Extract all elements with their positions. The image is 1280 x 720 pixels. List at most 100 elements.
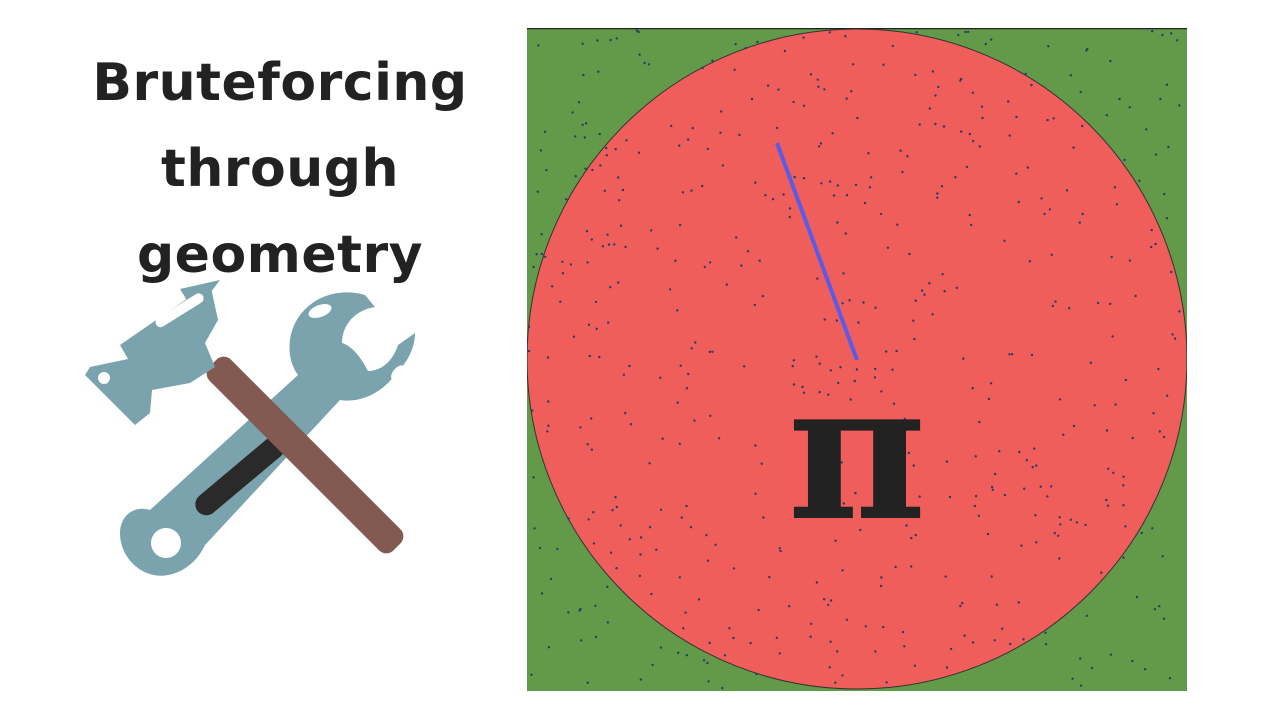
random-point: [777, 88, 780, 91]
random-point: [546, 356, 550, 359]
random-point: [740, 264, 743, 267]
random-point: [594, 300, 598, 304]
random-point: [981, 116, 984, 120]
random-point: [1106, 504, 1110, 507]
random-point: [839, 506, 843, 509]
random-point: [706, 559, 710, 562]
random-point: [1046, 118, 1049, 122]
random-point: [567, 517, 570, 520]
random-point: [547, 400, 550, 403]
random-point: [1050, 253, 1053, 256]
random-point: [619, 524, 622, 527]
random-point: [755, 672, 758, 676]
random-point: [936, 192, 939, 195]
random-point: [1065, 189, 1069, 192]
random-point: [690, 347, 693, 350]
random-point: [1058, 398, 1062, 401]
random-point: [984, 42, 987, 46]
random-point: [668, 288, 672, 291]
random-point: [624, 245, 627, 249]
random-point: [624, 411, 627, 415]
random-point: [1053, 531, 1056, 535]
random-point: [880, 390, 883, 393]
random-point: [970, 223, 973, 227]
random-point: [540, 233, 543, 236]
random-point: [757, 608, 760, 612]
random-point: [816, 277, 819, 280]
random-point: [637, 151, 641, 154]
random-point: [708, 641, 711, 645]
random-point: [960, 130, 963, 133]
random-point: [918, 123, 921, 126]
random-point: [585, 230, 589, 233]
random-point: [648, 462, 651, 465]
random-point: [820, 182, 823, 185]
random-point: [934, 94, 937, 97]
random-point: [754, 444, 757, 447]
random-point: [990, 575, 993, 578]
random-point: [685, 654, 688, 657]
random-point: [537, 44, 540, 47]
random-point: [711, 350, 714, 353]
random-point: [1051, 304, 1054, 308]
random-point: [609, 38, 612, 42]
random-point: [1058, 557, 1061, 560]
random-point: [788, 215, 791, 219]
random-point: [1071, 677, 1074, 680]
random-point: [1010, 353, 1014, 356]
random-point: [906, 155, 909, 158]
random-point: [778, 652, 781, 655]
random-point: [845, 194, 849, 197]
random-point: [864, 625, 867, 628]
random-point: [775, 126, 779, 130]
random-point: [609, 551, 613, 554]
random-point: [1009, 642, 1012, 646]
random-point: [723, 654, 727, 657]
random-point: [601, 245, 605, 248]
random-point: [850, 90, 853, 93]
random-point: [1152, 412, 1155, 415]
random-point: [1008, 353, 1011, 356]
random-point: [844, 232, 847, 235]
random-point: [725, 283, 728, 286]
random-point: [1025, 459, 1028, 462]
random-point: [874, 650, 877, 653]
random-point: [670, 124, 673, 128]
random-point: [687, 372, 690, 376]
random-point: [717, 437, 721, 440]
random-point: [596, 39, 599, 42]
random-point: [651, 663, 654, 667]
random-point: [584, 122, 588, 125]
random-point: [912, 319, 915, 322]
random-point: [834, 539, 837, 542]
random-point: [1050, 485, 1053, 488]
random-point: [659, 508, 663, 511]
random-point: [714, 543, 717, 546]
random-point: [592, 511, 595, 514]
random-point: [597, 70, 600, 73]
random-point: [682, 627, 685, 630]
random-point: [971, 91, 975, 94]
random-point: [940, 185, 944, 188]
random-point: [561, 260, 564, 263]
random-point: [586, 261, 589, 264]
random-point: [1015, 115, 1018, 119]
title-line-2: through geometry: [136, 139, 424, 285]
random-point: [738, 133, 741, 137]
random-point: [527, 325, 531, 329]
random-point: [647, 63, 651, 66]
random-point: [677, 651, 680, 654]
random-point: [590, 417, 593, 420]
random-point: [1173, 337, 1177, 340]
random-point: [971, 387, 974, 390]
random-point: [1023, 487, 1026, 490]
random-point: [709, 414, 712, 417]
random-point: [721, 686, 724, 690]
random-point: [818, 362, 821, 365]
random-point: [728, 627, 731, 630]
random-point: [792, 383, 796, 386]
random-point: [828, 31, 831, 34]
random-point: [605, 146, 608, 150]
random-point: [1105, 114, 1108, 117]
random-point: [1168, 677, 1172, 680]
